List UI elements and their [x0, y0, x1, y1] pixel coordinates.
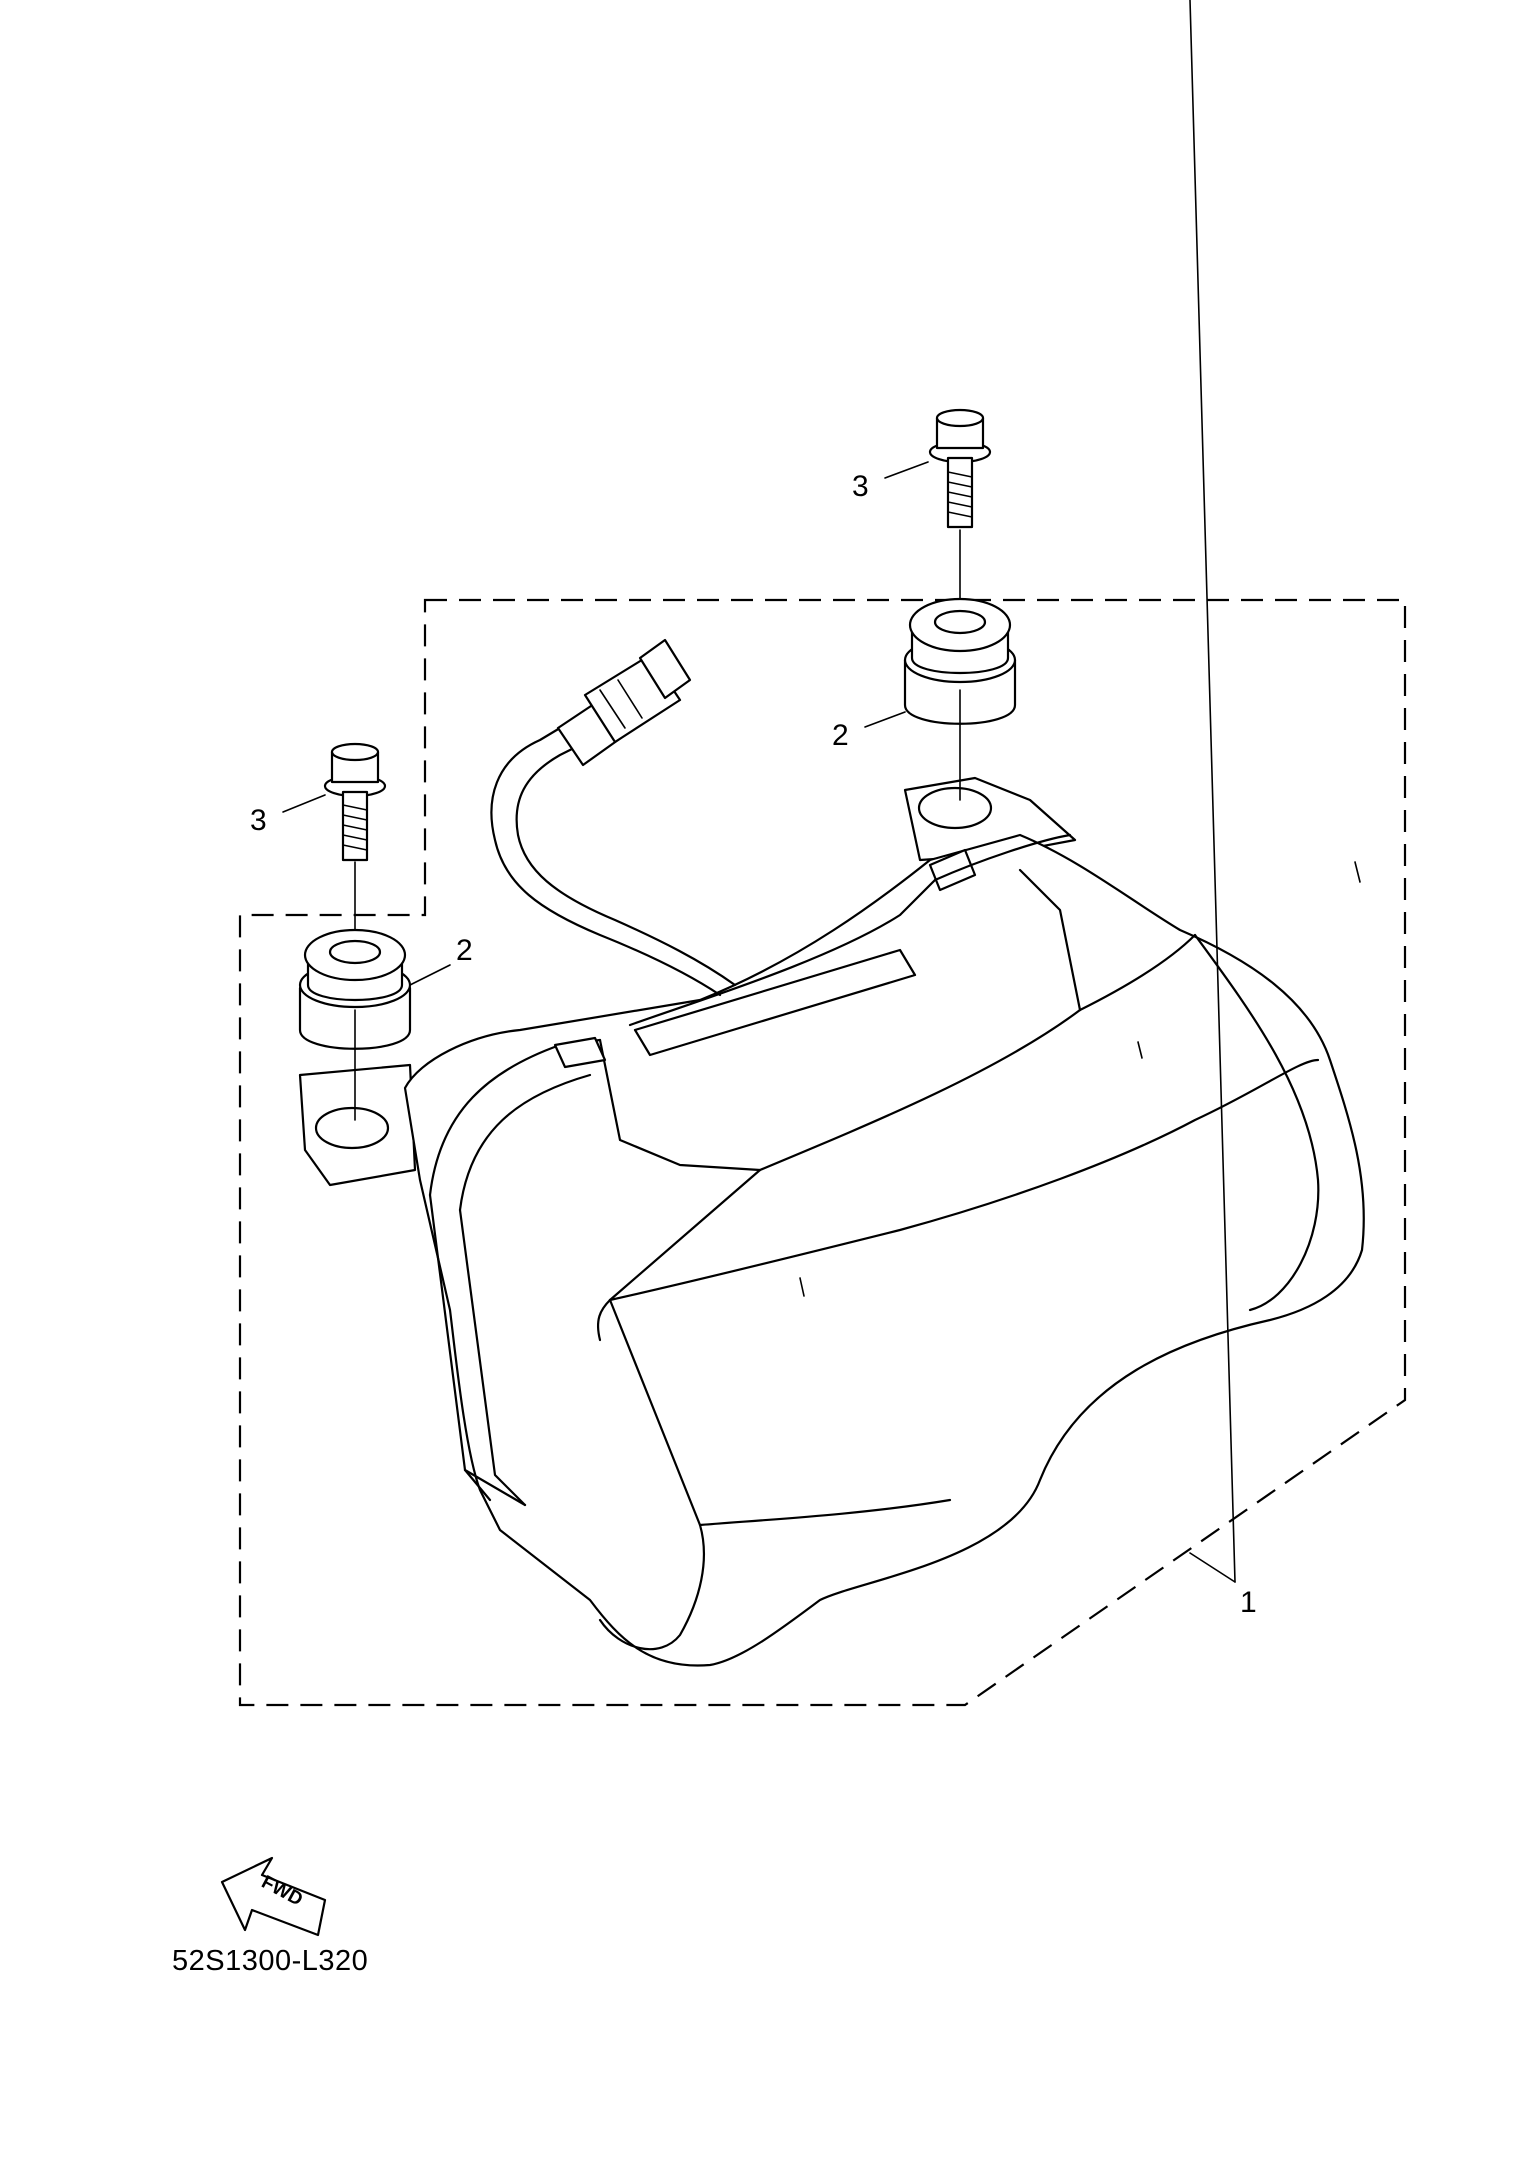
- fwd-arrow-icon: FWD: [220, 1856, 327, 1937]
- drawing-code: 52S1300-L320: [172, 1945, 369, 1977]
- callout-2-left: 2: [409, 934, 473, 986]
- callout-1-label: 1: [1240, 1586, 1257, 1619]
- bolt-left: [323, 742, 387, 862]
- callout-1: 1: [1189, 0, 1257, 1619]
- assembly-boundary: [238, 598, 1407, 1707]
- tail-light-assembly: [298, 776, 1365, 1667]
- bolt-right: [928, 408, 992, 529]
- wire-harness: [490, 638, 737, 997]
- callout-2-right: 2: [832, 711, 906, 752]
- callout-3-right-label: 3: [852, 470, 869, 503]
- callout-3-left-label: 3: [250, 804, 267, 837]
- callout-3-left: 3: [250, 794, 326, 837]
- callout-3-right: 3: [852, 461, 929, 503]
- callout-2-right-label: 2: [832, 719, 849, 752]
- grommet-right: [903, 597, 1017, 725]
- callout-2-left-label: 2: [456, 934, 473, 967]
